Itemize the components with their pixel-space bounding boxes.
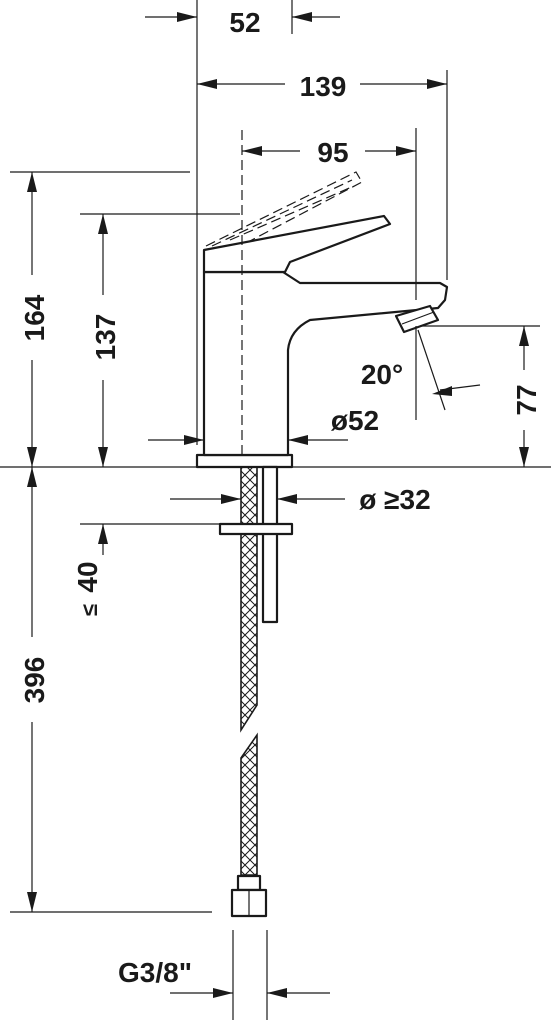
dim-thread-label: G3/8"	[118, 957, 192, 988]
dim-139: 139	[197, 71, 447, 102]
dim-396-label: 396	[19, 657, 50, 704]
dim-40-prefix: ≤	[77, 604, 102, 616]
dim-139-label: 139	[300, 71, 347, 102]
dim-52-diameter-label: ø52	[331, 405, 379, 436]
dim-77-label: 77	[511, 384, 542, 415]
dim-164-label: 164	[19, 294, 50, 341]
dim-40: 40 ≤	[72, 523, 220, 616]
dim-52-diameter: ø52	[148, 405, 379, 445]
dim-32-hole-label: ø ≥32	[359, 484, 430, 515]
dim-32-hole: ø ≥32	[170, 484, 431, 515]
dim-20-degree: 20°	[361, 359, 481, 396]
dim-77: 77	[511, 326, 542, 467]
dim-40-label: 40	[72, 561, 103, 592]
dim-137-label: 137	[90, 314, 121, 361]
dim-396: 396	[10, 467, 212, 913]
dim-95: 95	[242, 137, 416, 168]
faucet-lever	[202, 214, 392, 274]
dim-52-top: 52	[145, 7, 340, 38]
dim-95-label: 95	[317, 137, 348, 168]
dim-52-top-label: 52	[229, 7, 260, 38]
supply-hose	[218, 465, 294, 1020]
dim-20-degree-label: 20°	[361, 359, 403, 390]
dim-164: 164	[19, 172, 50, 467]
reference-lines	[10, 0, 540, 455]
faucet-lever-open-position	[205, 171, 363, 247]
dim-thread: G3/8"	[118, 957, 330, 998]
dim-137: 137	[90, 214, 121, 467]
faucet-body	[0, 270, 551, 469]
